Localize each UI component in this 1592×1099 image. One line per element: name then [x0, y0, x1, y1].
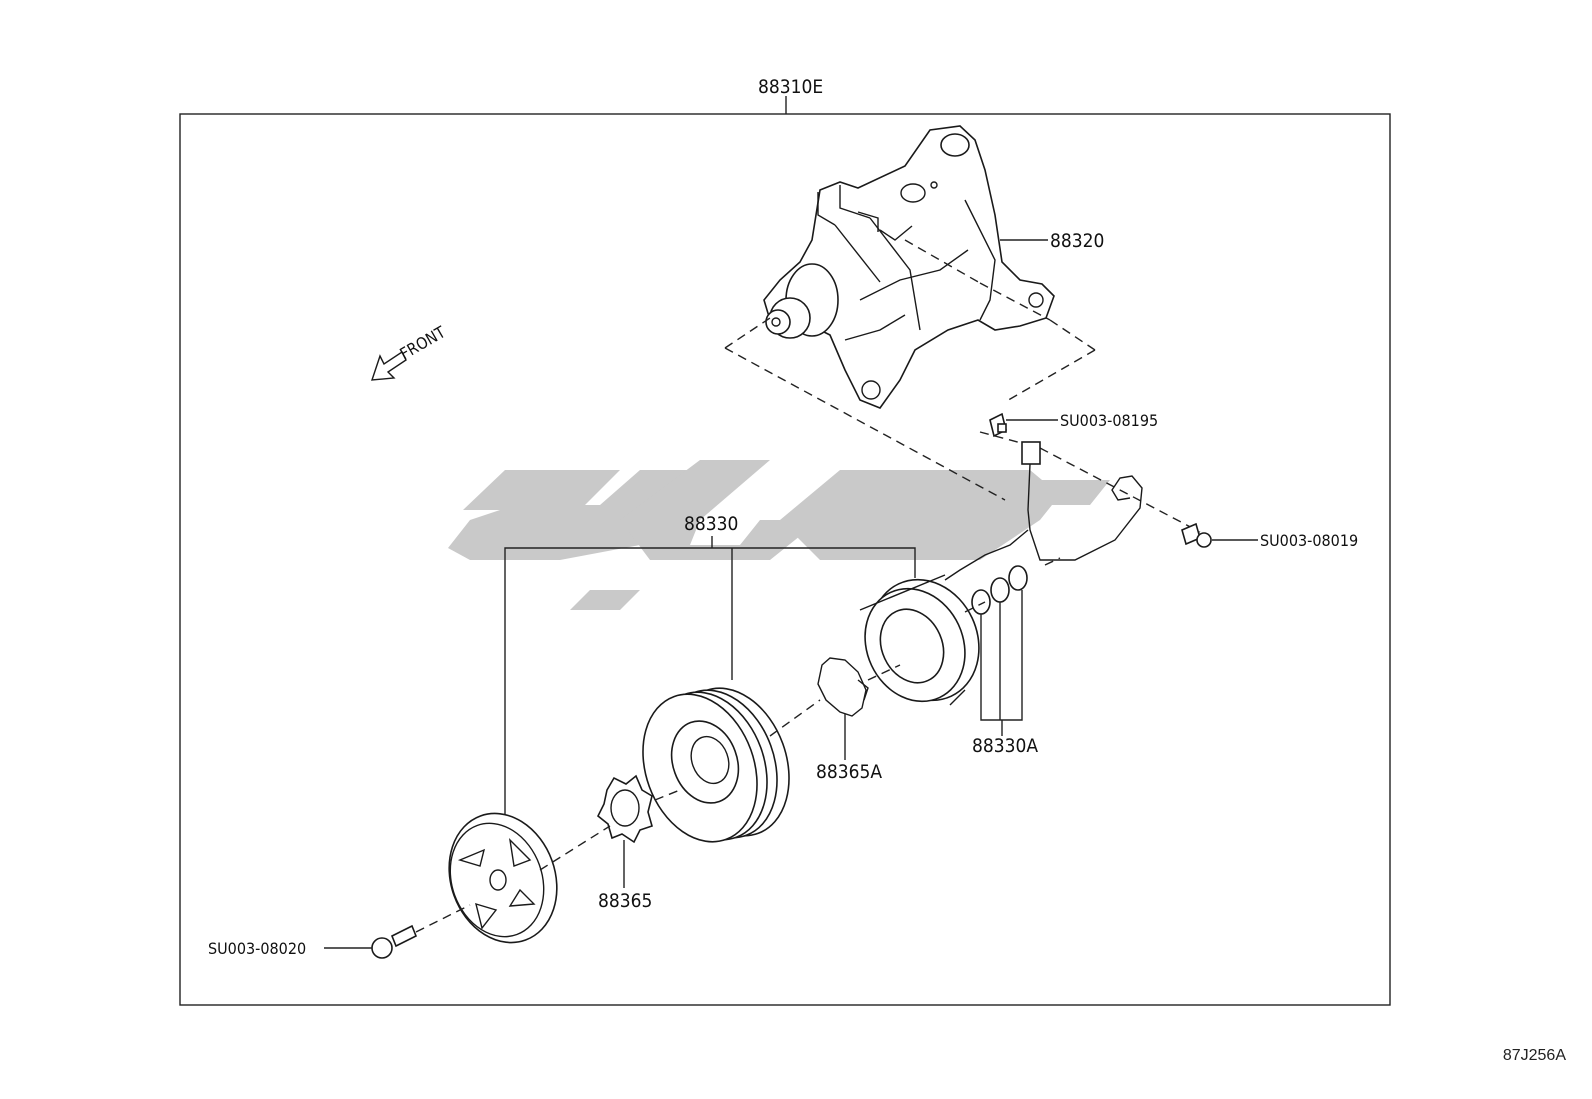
label-bolt-front: SU003-08020 — [208, 939, 306, 958]
label-shims: 88330A — [972, 735, 1038, 757]
label-assembly: 88310E — [758, 76, 823, 98]
diagram-code: 87J256A — [1502, 1047, 1566, 1064]
snap-ring-large-icon — [817, 657, 869, 717]
label-compressor: 88320 — [1050, 230, 1104, 252]
front-arrow-icon: FRONT — [370, 322, 449, 381]
label-bolt-side: SU003-08019 — [1260, 531, 1358, 550]
bolt-front-icon — [371, 924, 418, 959]
assembly-frame — [179, 113, 1391, 1006]
armature-plate-icon — [448, 812, 558, 944]
label-clip: SU003-08195 — [1060, 411, 1158, 430]
snap-ring-small-icon — [596, 774, 653, 844]
front-arrow-label: FRONT — [397, 322, 449, 363]
label-snap-ring-small: 88365 — [598, 890, 652, 912]
bolt-side-icon — [1181, 522, 1212, 548]
watermark-logo — [448, 460, 1110, 610]
clip-icon — [989, 412, 1007, 438]
pulley-icon — [642, 687, 790, 843]
field-coil-icon — [859, 574, 980, 706]
label-clutch-kit: 88330 — [684, 513, 738, 535]
compressor-icon — [763, 125, 1055, 409]
label-snap-ring-large: 88365A — [816, 761, 882, 783]
harness-icon — [944, 441, 1143, 581]
